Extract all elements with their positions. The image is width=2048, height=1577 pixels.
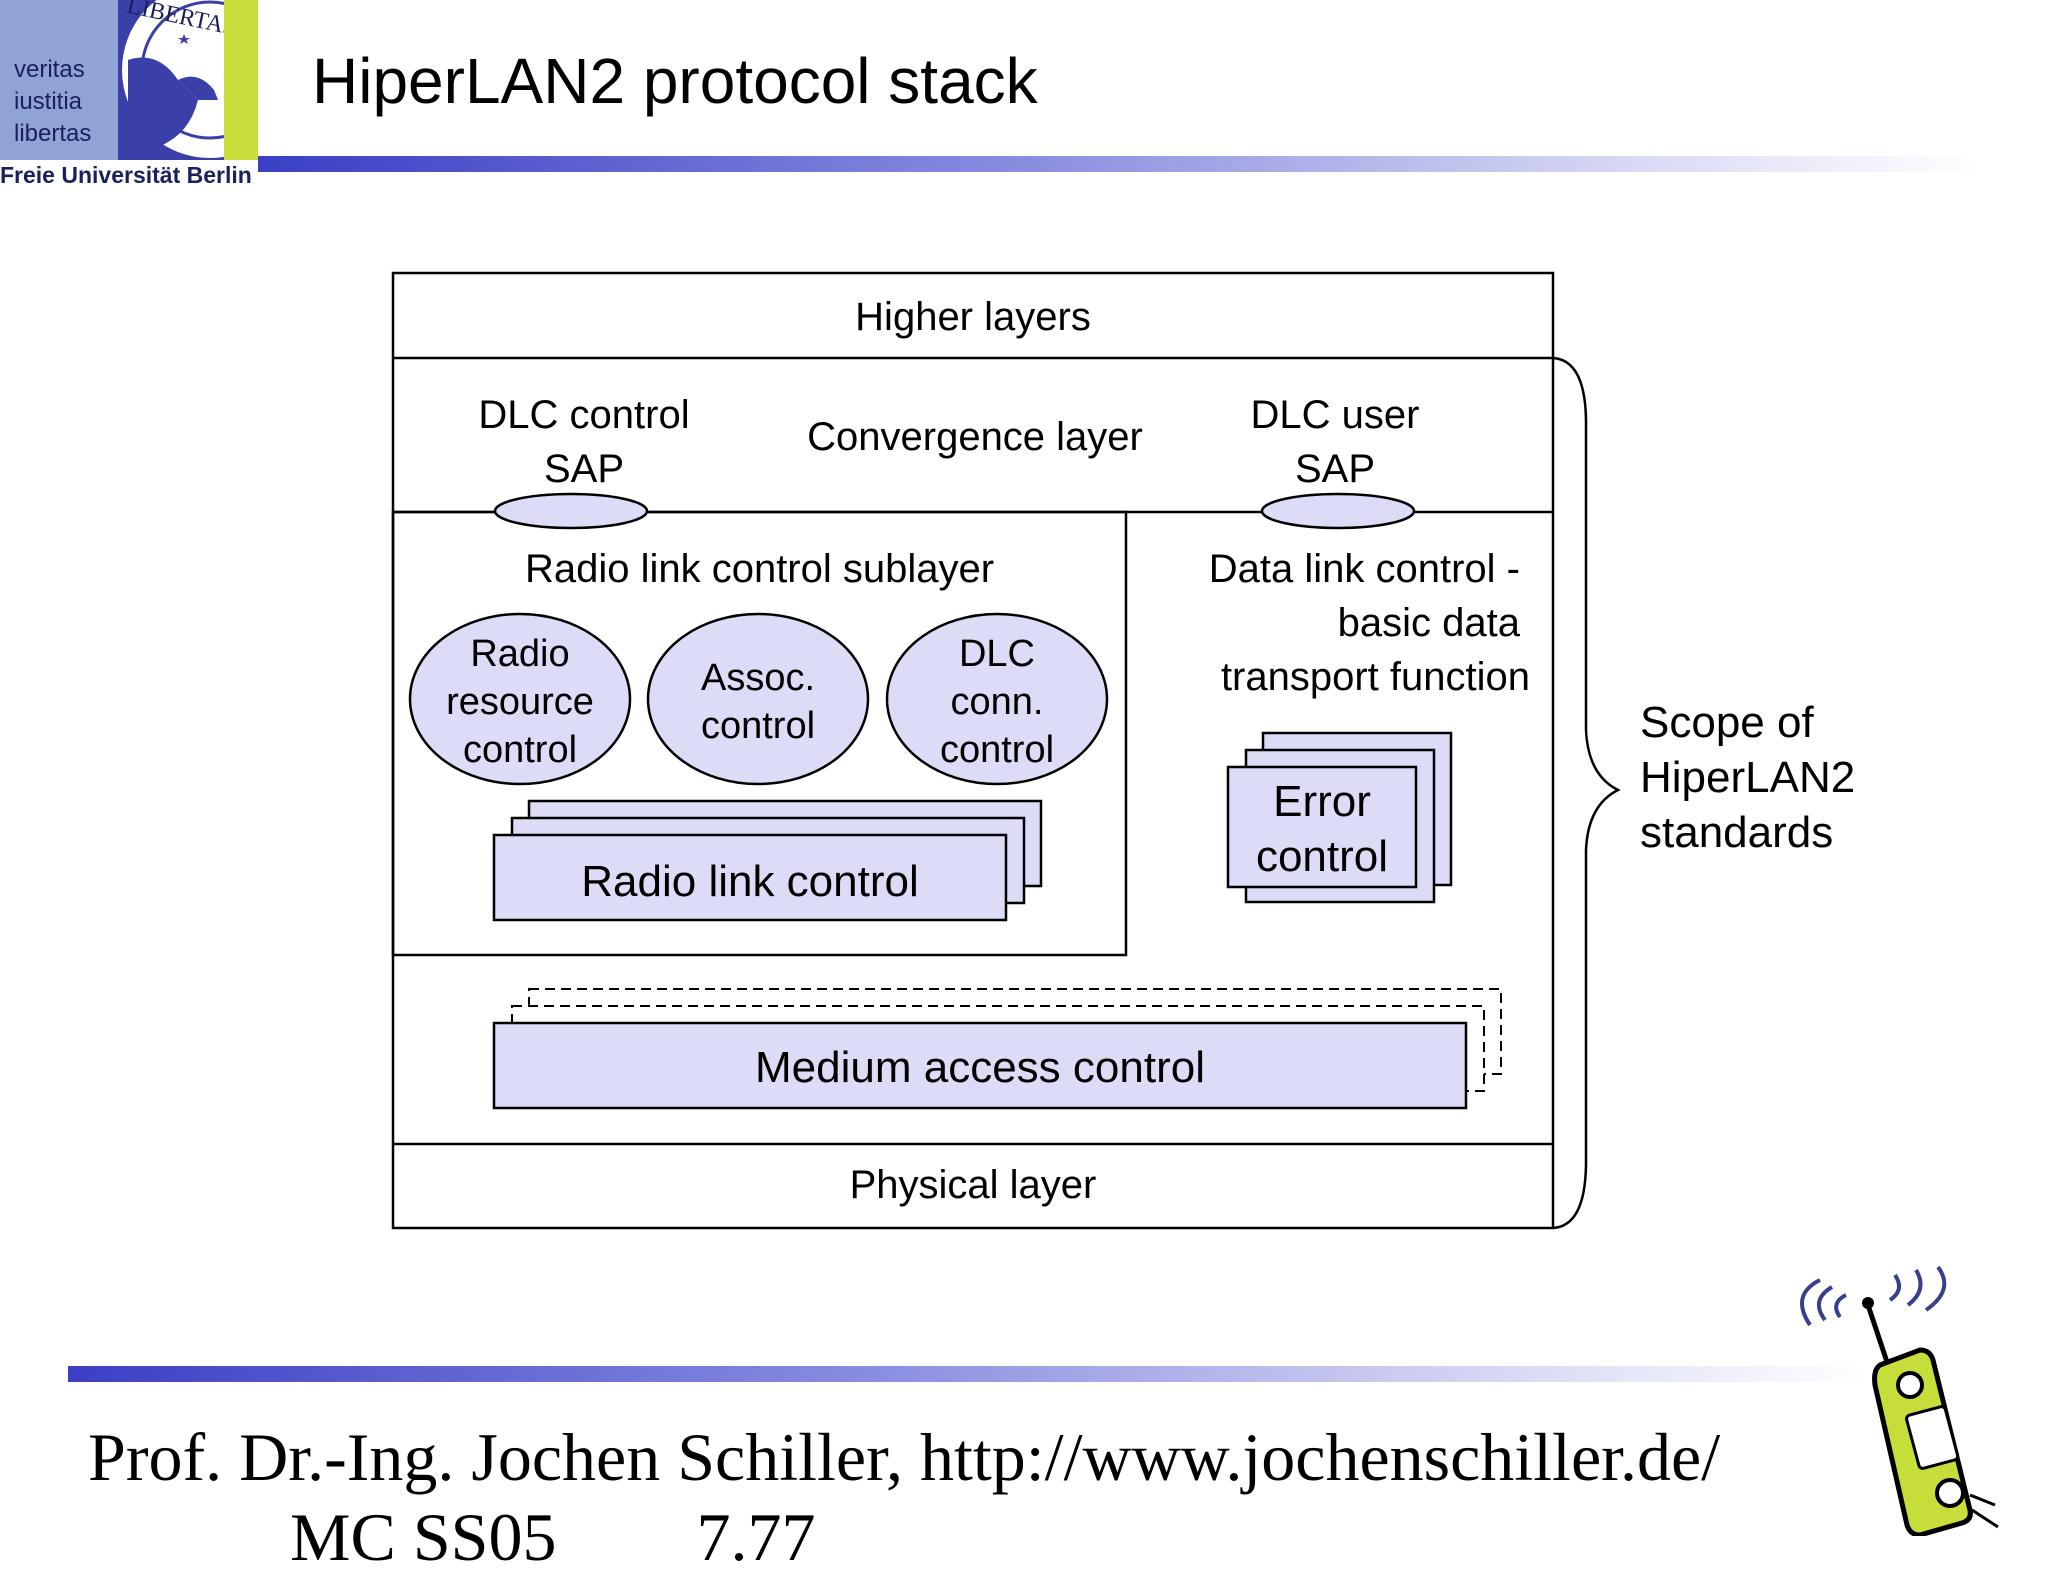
- logo-accent-stripe: [224, 0, 258, 160]
- error-control-label-line2: control: [1255, 832, 1389, 881]
- mac-box: [492, 1021, 1468, 1110]
- scope-label-line1: Scope of: [1640, 698, 1814, 747]
- footer-page-number: 7.77: [696, 1499, 816, 1575]
- radio-resource-control-label-line2: resource: [446, 681, 594, 723]
- dlc-control-sap-ellipse: [493, 492, 649, 530]
- error-control-label-line1: Error: [1273, 777, 1371, 826]
- dlc-control-sap-label-line2: SAP: [543, 447, 625, 491]
- scope-label-line2: HiperLAN2: [1640, 753, 1856, 802]
- logo-motto-panel: veritas iustitia libertas: [0, 0, 118, 160]
- mobile-phone-icon: [1800, 1265, 1999, 1536]
- dlc-conn-control-ellipse: [885, 612, 1109, 786]
- assoc-control-label-line2: control: [700, 705, 816, 747]
- physical-layer-label: Physical layer: [849, 1163, 1097, 1207]
- rlc-sublayer-box: [391, 510, 1128, 957]
- higher-layers-label: Higher layers: [855, 295, 1091, 339]
- dlc-user-sap-ellipse: [1260, 492, 1416, 530]
- dlc-user-sap-label-line1: DLC user: [1250, 393, 1420, 437]
- dlc-conn-control-label-line1: DLC: [958, 633, 1036, 675]
- radio-resource-control-ellipse: [408, 612, 632, 786]
- title-divider-bar: [258, 156, 1978, 172]
- protocol-stack-diagram: [391, 271, 1621, 1230]
- motto-line: iustitia: [14, 88, 83, 115]
- dlc-basic-label-line1: Data link control -: [1208, 547, 1520, 591]
- footer-author: Prof. Dr.-Ing. Jochen Schiller, http://w…: [88, 1419, 1721, 1495]
- slide-title: HiperLAN2 protocol stack: [312, 45, 1038, 117]
- error-control-box: [1226, 765, 1418, 889]
- radio-link-control-label: Radio link control: [581, 857, 919, 906]
- assoc-control-ellipse: [646, 612, 870, 786]
- assoc-control-label-line1: Assoc.: [700, 657, 816, 699]
- dlc-user-sap-label-line2: SAP: [1294, 447, 1376, 491]
- scope-label-line3: standards: [1640, 808, 1834, 857]
- medium-access-control-label: Medium access control: [755, 1043, 1205, 1092]
- rlc-sublayer-label: Radio link control sublayer: [524, 547, 995, 591]
- dlc-control-sap-label-line1: DLC control: [478, 393, 690, 437]
- motto-line: libertas: [14, 120, 92, 147]
- dlc-conn-control-label-line3: control: [939, 729, 1055, 771]
- radio-link-control-box: [492, 833, 1008, 922]
- footer-course: MC SS05: [290, 1499, 557, 1575]
- dlc-basic-label-line2: basic data: [1337, 601, 1520, 645]
- dlc-conn-control-label-line2: conn.: [950, 681, 1044, 723]
- university-seal-logo: LIBERTAS: [118, 0, 224, 160]
- radio-resource-control-label-line1: Radio: [470, 633, 570, 675]
- convergence-layer-label: Convergence layer: [807, 415, 1143, 459]
- radio-resource-control-label-line3: control: [462, 729, 578, 771]
- footer-divider-bar: [68, 1366, 1868, 1382]
- scope-brace: [1552, 356, 1621, 1230]
- motto-line: veritas: [14, 56, 85, 83]
- footer-course-page: MC SS05 7.77: [290, 1498, 815, 1577]
- dlc-basic-label-line3: transport function: [1220, 655, 1530, 699]
- university-name: Freie Universität Berlin: [0, 162, 252, 188]
